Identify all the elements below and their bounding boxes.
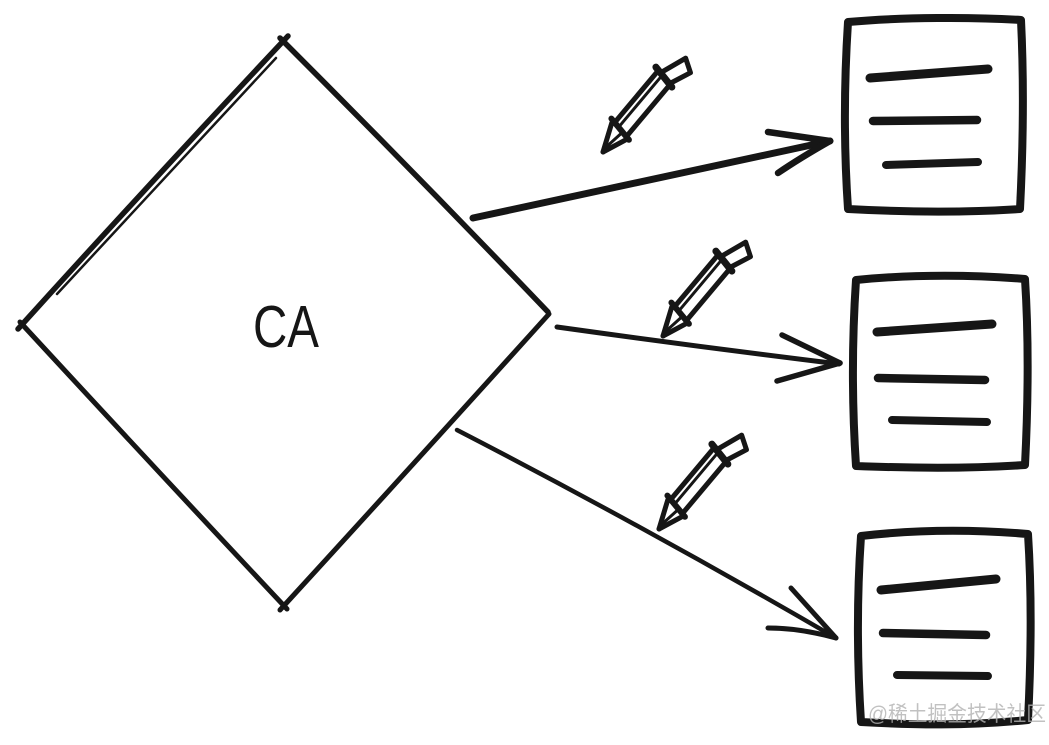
arrow-3-head xyxy=(788,585,839,641)
arrow-1-head xyxy=(774,137,834,177)
document-1 xyxy=(841,13,1027,216)
document-text-line xyxy=(873,373,990,385)
ca-diamond-edge xyxy=(15,33,291,332)
arrow-2 xyxy=(554,324,843,384)
ca-diamond: CA xyxy=(15,33,552,613)
arrow-3-head xyxy=(765,625,839,641)
pen-icon xyxy=(652,231,756,347)
document-3 xyxy=(854,526,1035,729)
watermark: @稀土掘金技术社区 xyxy=(868,703,1046,726)
arrow-1-shaft xyxy=(469,137,834,222)
document-icon-border xyxy=(854,526,1035,729)
document-text-line xyxy=(882,158,982,169)
pen-icon xyxy=(592,47,696,163)
document-text-line xyxy=(865,64,993,83)
document-text-line xyxy=(893,671,992,680)
document-text-line xyxy=(878,628,991,640)
ca-diamond-edge xyxy=(277,311,552,613)
document-text-line xyxy=(876,574,1001,595)
arrow-2-shaft xyxy=(554,324,842,367)
arrow-3-shaft xyxy=(454,427,839,641)
document-text-line xyxy=(868,115,982,126)
arrow-2-head xyxy=(774,360,843,384)
diagram-drawing: CA xyxy=(15,13,1035,729)
ca-label: CA xyxy=(253,294,320,360)
ca-diamond-sketch-stroke xyxy=(55,56,278,296)
ca-diamond-edge xyxy=(277,35,551,315)
arrow-1-head xyxy=(764,128,834,145)
arrow-2-head xyxy=(779,332,843,366)
document-text-line xyxy=(872,319,997,337)
pen-icon xyxy=(648,424,752,540)
arrow-3 xyxy=(454,427,839,641)
ca-diamond-edge xyxy=(17,319,290,612)
document-icon-border xyxy=(841,13,1027,216)
document-text-line xyxy=(888,416,991,426)
document-icon-border xyxy=(849,271,1032,472)
arrow-1 xyxy=(469,128,834,222)
document-2 xyxy=(849,271,1032,472)
